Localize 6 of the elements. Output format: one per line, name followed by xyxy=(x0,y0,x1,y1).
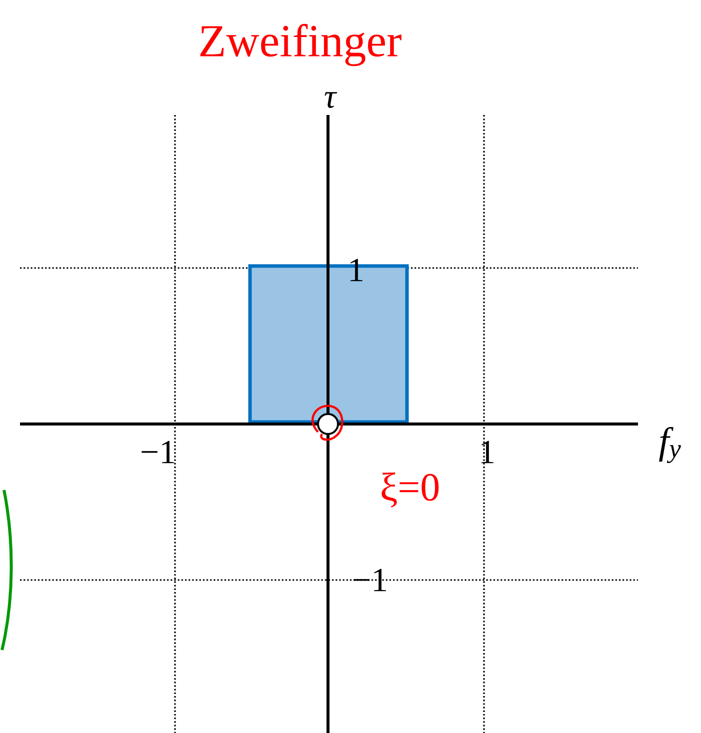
tick-label: −1 xyxy=(142,440,174,464)
handwritten-note: ξ=0 xyxy=(382,472,439,508)
axis-label: f$_{y}$ xyxy=(659,426,681,464)
tick-label: 1 xyxy=(482,440,494,464)
handwritten-note: Zweifinger xyxy=(200,24,402,66)
axis-label: τ xyxy=(324,92,338,108)
